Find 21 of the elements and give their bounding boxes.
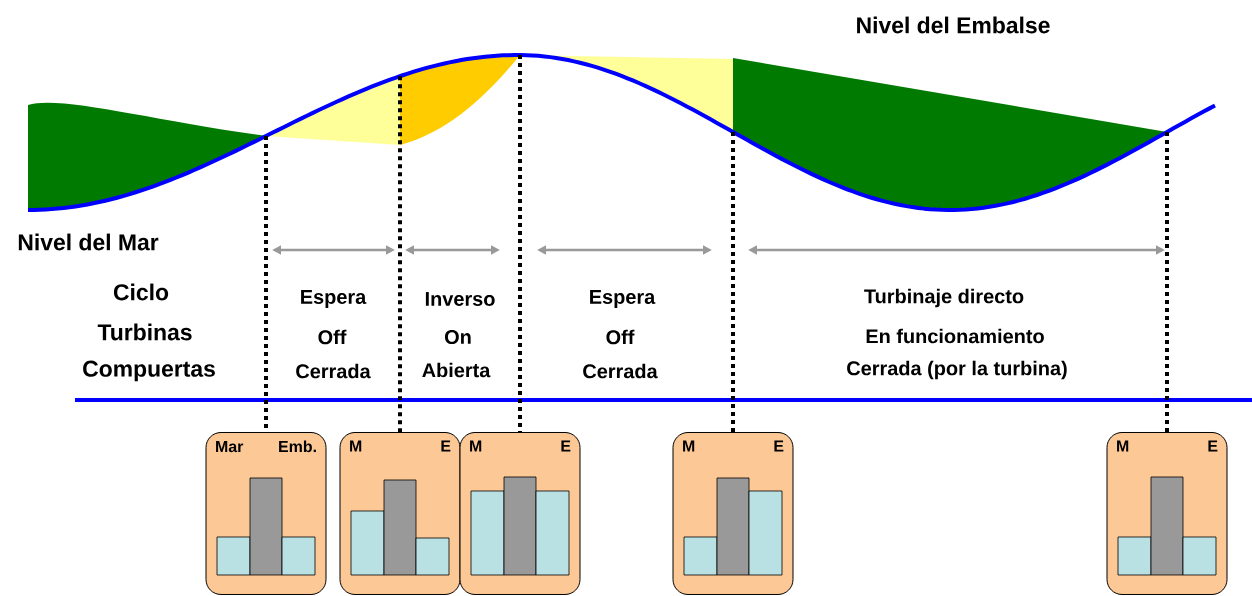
row-label: Espera <box>590 290 656 308</box>
row-label: On <box>445 329 471 345</box>
row-label: Off <box>606 329 635 345</box>
row-label: Off <box>318 329 347 345</box>
dotted-leader-line <box>398 76 402 432</box>
row-label: Ciclo <box>113 283 169 301</box>
row-label: Turbinas <box>97 323 192 341</box>
row-label: Espera <box>301 290 367 308</box>
row-label: Compuertas <box>83 360 215 382</box>
row-label: Turbinaje directo <box>864 288 1024 308</box>
row-label: Abierta <box>422 362 491 378</box>
row-label: Nivel del Embalse <box>857 16 1050 34</box>
dotted-leader-line <box>1165 131 1169 432</box>
dotted-leader-line <box>518 55 522 432</box>
row-label: Cerrada <box>296 363 371 379</box>
row-label: Cerrada <box>583 363 658 379</box>
dotted-leader-line <box>731 131 735 432</box>
row-label: En funcionamiento <box>866 328 1044 344</box>
row-label: Nivel del Mar <box>18 233 159 251</box>
row-label: Cerrada (por la turbina) <box>847 360 1067 380</box>
row-label: Inverso <box>425 292 495 306</box>
